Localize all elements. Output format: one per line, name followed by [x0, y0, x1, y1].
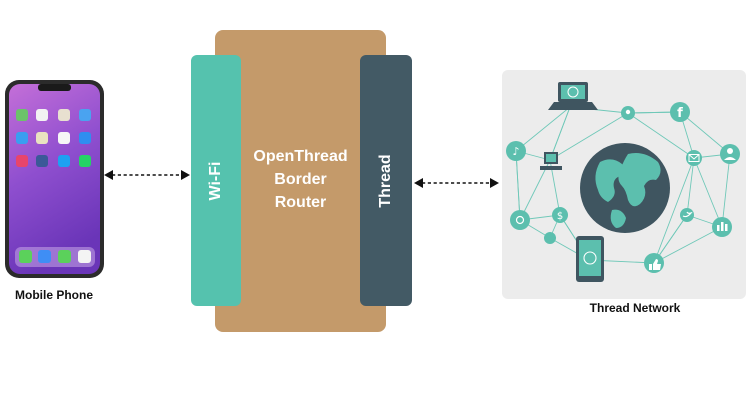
thumbs-up-icon: [644, 253, 664, 273]
tv-icon: [544, 232, 556, 244]
svg-text:♪: ♪: [512, 145, 519, 158]
globe-icon: [580, 143, 670, 233]
border-router-title: OpenThread Border Router: [244, 145, 357, 214]
camera-icon: [510, 210, 530, 230]
phone-wifi-arrow: [104, 170, 190, 180]
thread-network-label: Thread Network: [589, 301, 681, 315]
thread-label: Thread: [377, 153, 394, 208]
dollar-icon: $: [552, 207, 568, 223]
wifi-label: Wi-Fi: [207, 161, 224, 200]
chart-icon: [712, 217, 732, 237]
thread-network-arrow: [414, 178, 499, 188]
mobile-phone-label: Mobile Phone: [15, 288, 93, 302]
app-icons: [16, 109, 91, 167]
mobile-phone-image: [5, 80, 104, 278]
router-title-line: OpenThread: [253, 148, 348, 165]
facebook-icon: f: [670, 102, 690, 122]
svg-text:f: f: [677, 106, 683, 121]
thread-interface: Thread: [360, 55, 412, 306]
router-title-line: Border: [274, 171, 327, 188]
monitor-icon: [540, 152, 562, 170]
svg-text:$: $: [557, 211, 563, 222]
smartphone-icon: [576, 236, 604, 282]
wifi-interface: Wi-Fi: [191, 55, 241, 306]
mail-icon: [686, 150, 702, 166]
user-icon: [720, 144, 740, 164]
border-router-body: [215, 30, 386, 332]
dock-icons: [19, 250, 91, 263]
laptop-icon: [548, 82, 598, 110]
location-icon: [621, 106, 635, 120]
thread-network-graph: ♪ $ f: [506, 82, 740, 282]
twitter-icon: [680, 208, 694, 222]
router-title-line: Router: [274, 194, 327, 211]
music-icon: ♪: [506, 141, 526, 161]
